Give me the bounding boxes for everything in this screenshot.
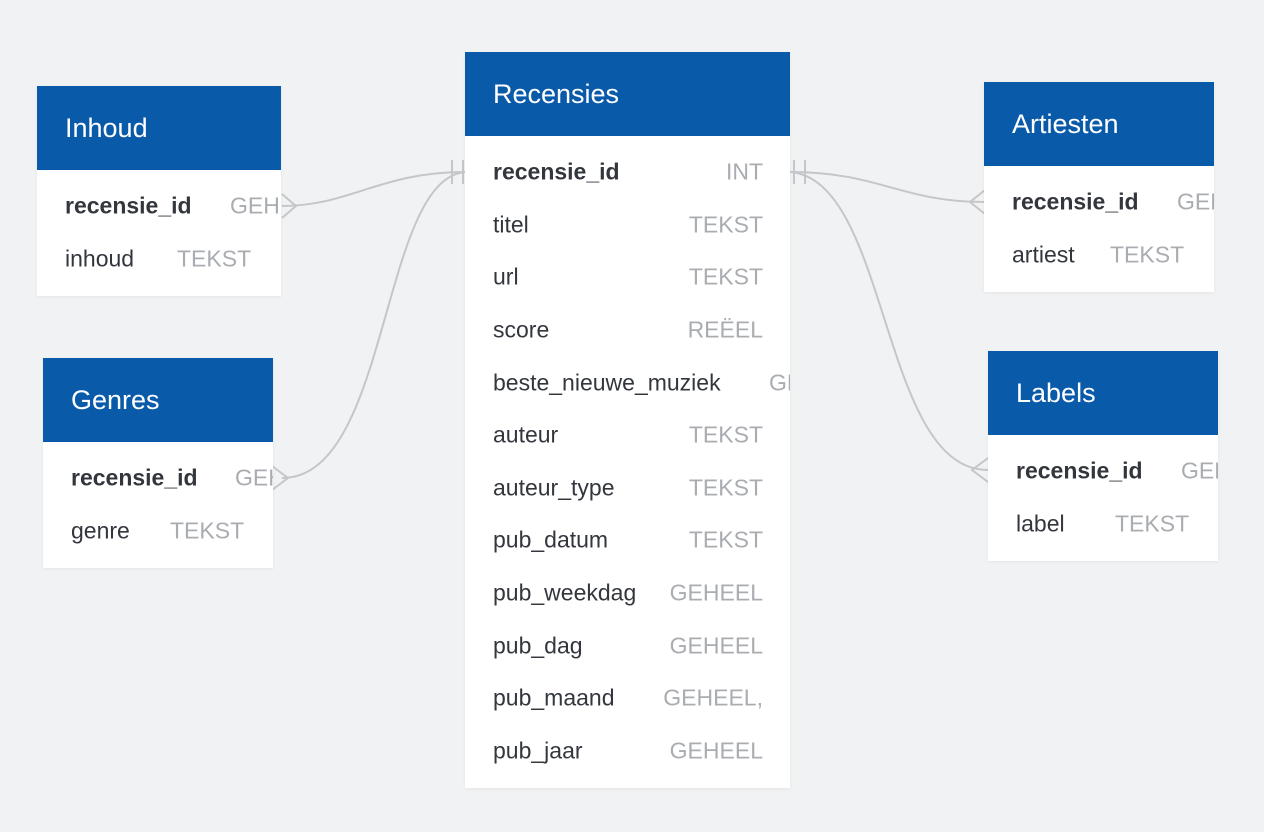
- crowsfoot-inhoud: [281, 193, 298, 219]
- table-inhoud[interactable]: Inhoud recensie_id GEH inhoud TEKST: [37, 86, 281, 296]
- column-row[interactable]: pub_dag GEHEEL: [465, 619, 790, 672]
- table-recensies-columns: recensie_id INT titel TEKST url TEKST sc…: [465, 136, 790, 777]
- table-artiesten-title: Artiesten: [984, 82, 1214, 166]
- column-row[interactable]: score REËEL: [465, 304, 790, 357]
- column-type: TEKST: [688, 474, 763, 501]
- column-type: REËEL: [687, 316, 763, 343]
- column-type: GEH: [1177, 188, 1214, 215]
- column-name: label: [1016, 510, 1065, 537]
- column-row[interactable]: titel TEKST: [465, 199, 790, 252]
- column-name: recensie_id: [71, 464, 198, 491]
- column-row[interactable]: auteur TEKST: [465, 409, 790, 462]
- column-row[interactable]: url TEKST: [465, 251, 790, 304]
- column-name: score: [493, 316, 550, 343]
- table-labels-columns: recensie_id GEH label TEKST: [988, 435, 1218, 550]
- column-name: beste_nieuwe_muziek: [493, 369, 721, 396]
- column-name: titel: [493, 211, 529, 238]
- column-name: inhoud: [65, 245, 135, 272]
- connector-recensies-labels: [789, 171, 989, 471]
- column-row[interactable]: auteur_type TEKST: [465, 462, 790, 515]
- column-type: TEKST: [1110, 241, 1185, 268]
- column-row[interactable]: label TEKST: [988, 498, 1218, 551]
- column-name: recensie_id: [1012, 188, 1139, 215]
- column-type: TEKST: [688, 263, 763, 290]
- table-recensies-title: Recensies: [465, 52, 790, 136]
- column-row[interactable]: recensie_id INT: [465, 146, 790, 199]
- column-name: pub_jaar: [493, 737, 583, 764]
- column-type: GEH: [1181, 457, 1218, 484]
- column-type: TEKST: [688, 211, 763, 238]
- column-type: GEH: [230, 192, 280, 219]
- column-type: GE: [769, 369, 790, 396]
- column-type: TEKST: [1115, 510, 1190, 537]
- table-labels[interactable]: Labels recensie_id GEH label TEKST: [988, 351, 1218, 561]
- column-name: auteur_type: [493, 474, 615, 501]
- column-row[interactable]: beste_nieuwe_muziek GE: [465, 356, 790, 409]
- table-inhoud-columns: recensie_id GEH inhoud TEKST: [37, 170, 281, 285]
- column-type: TEKST: [177, 245, 252, 272]
- table-genres-title: Genres: [43, 358, 273, 442]
- column-row[interactable]: pub_datum TEKST: [465, 514, 790, 567]
- column-name: recensie_id: [65, 192, 192, 219]
- table-recensies[interactable]: Recensies recensie_id INT titel TEKST ur…: [465, 52, 790, 788]
- column-name: pub_weekdag: [493, 579, 637, 606]
- table-inhoud-title: Inhoud: [37, 86, 281, 170]
- column-type: GEHEEL,: [663, 684, 763, 711]
- table-artiesten[interactable]: Artiesten recensie_id GEH artiest TEKST: [984, 82, 1214, 292]
- column-name: artiest: [1012, 241, 1075, 268]
- column-name: genre: [71, 517, 130, 544]
- column-row[interactable]: recensie_id GEH: [37, 180, 281, 233]
- column-name: pub_dag: [493, 632, 583, 659]
- table-artiesten-columns: recensie_id GEH artiest TEKST: [984, 166, 1214, 281]
- column-type: INT: [725, 158, 763, 185]
- column-row[interactable]: inhoud TEKST: [37, 233, 281, 286]
- column-row[interactable]: pub_weekdag GEHEEL: [465, 567, 790, 620]
- crowsfoot-labels: [970, 457, 989, 483]
- table-genres[interactable]: Genres recensie_id GEH genre TEKST: [43, 358, 273, 568]
- crowsfoot-genres: [271, 465, 290, 491]
- column-type: GEHEEL: [669, 632, 763, 659]
- column-type: TEKST: [688, 421, 763, 448]
- column-name: pub_datum: [493, 526, 609, 553]
- column-type: GEHEEL: [669, 737, 763, 764]
- column-row[interactable]: recensie_id GEH: [43, 452, 273, 505]
- column-name: recensie_id: [493, 158, 620, 185]
- column-name: pub_maand: [493, 684, 615, 711]
- table-labels-title: Labels: [988, 351, 1218, 435]
- table-genres-columns: recensie_id GEH genre TEKST: [43, 442, 273, 557]
- column-name: auteur: [493, 421, 559, 448]
- column-row[interactable]: pub_maand GEHEEL,: [465, 672, 790, 725]
- crowsfoot-artiesten: [968, 189, 986, 215]
- column-type: GEHEEL: [669, 579, 763, 606]
- connector-recensies-artiesten: [789, 171, 986, 203]
- column-type: TEKST: [688, 526, 763, 553]
- connector-recensies-genres: [281, 171, 466, 479]
- column-row[interactable]: pub_jaar GEHEEL: [465, 725, 790, 778]
- column-name: url: [493, 263, 519, 290]
- connector-recensies-inhoud: [281, 171, 466, 207]
- column-type: GEH: [235, 464, 273, 491]
- column-row[interactable]: recensie_id GEH: [984, 176, 1214, 229]
- column-row[interactable]: artiest TEKST: [984, 229, 1214, 282]
- column-row[interactable]: recensie_id GEH: [988, 445, 1218, 498]
- column-row[interactable]: genre TEKST: [43, 505, 273, 558]
- column-type: TEKST: [170, 517, 245, 544]
- column-name: recensie_id: [1016, 457, 1143, 484]
